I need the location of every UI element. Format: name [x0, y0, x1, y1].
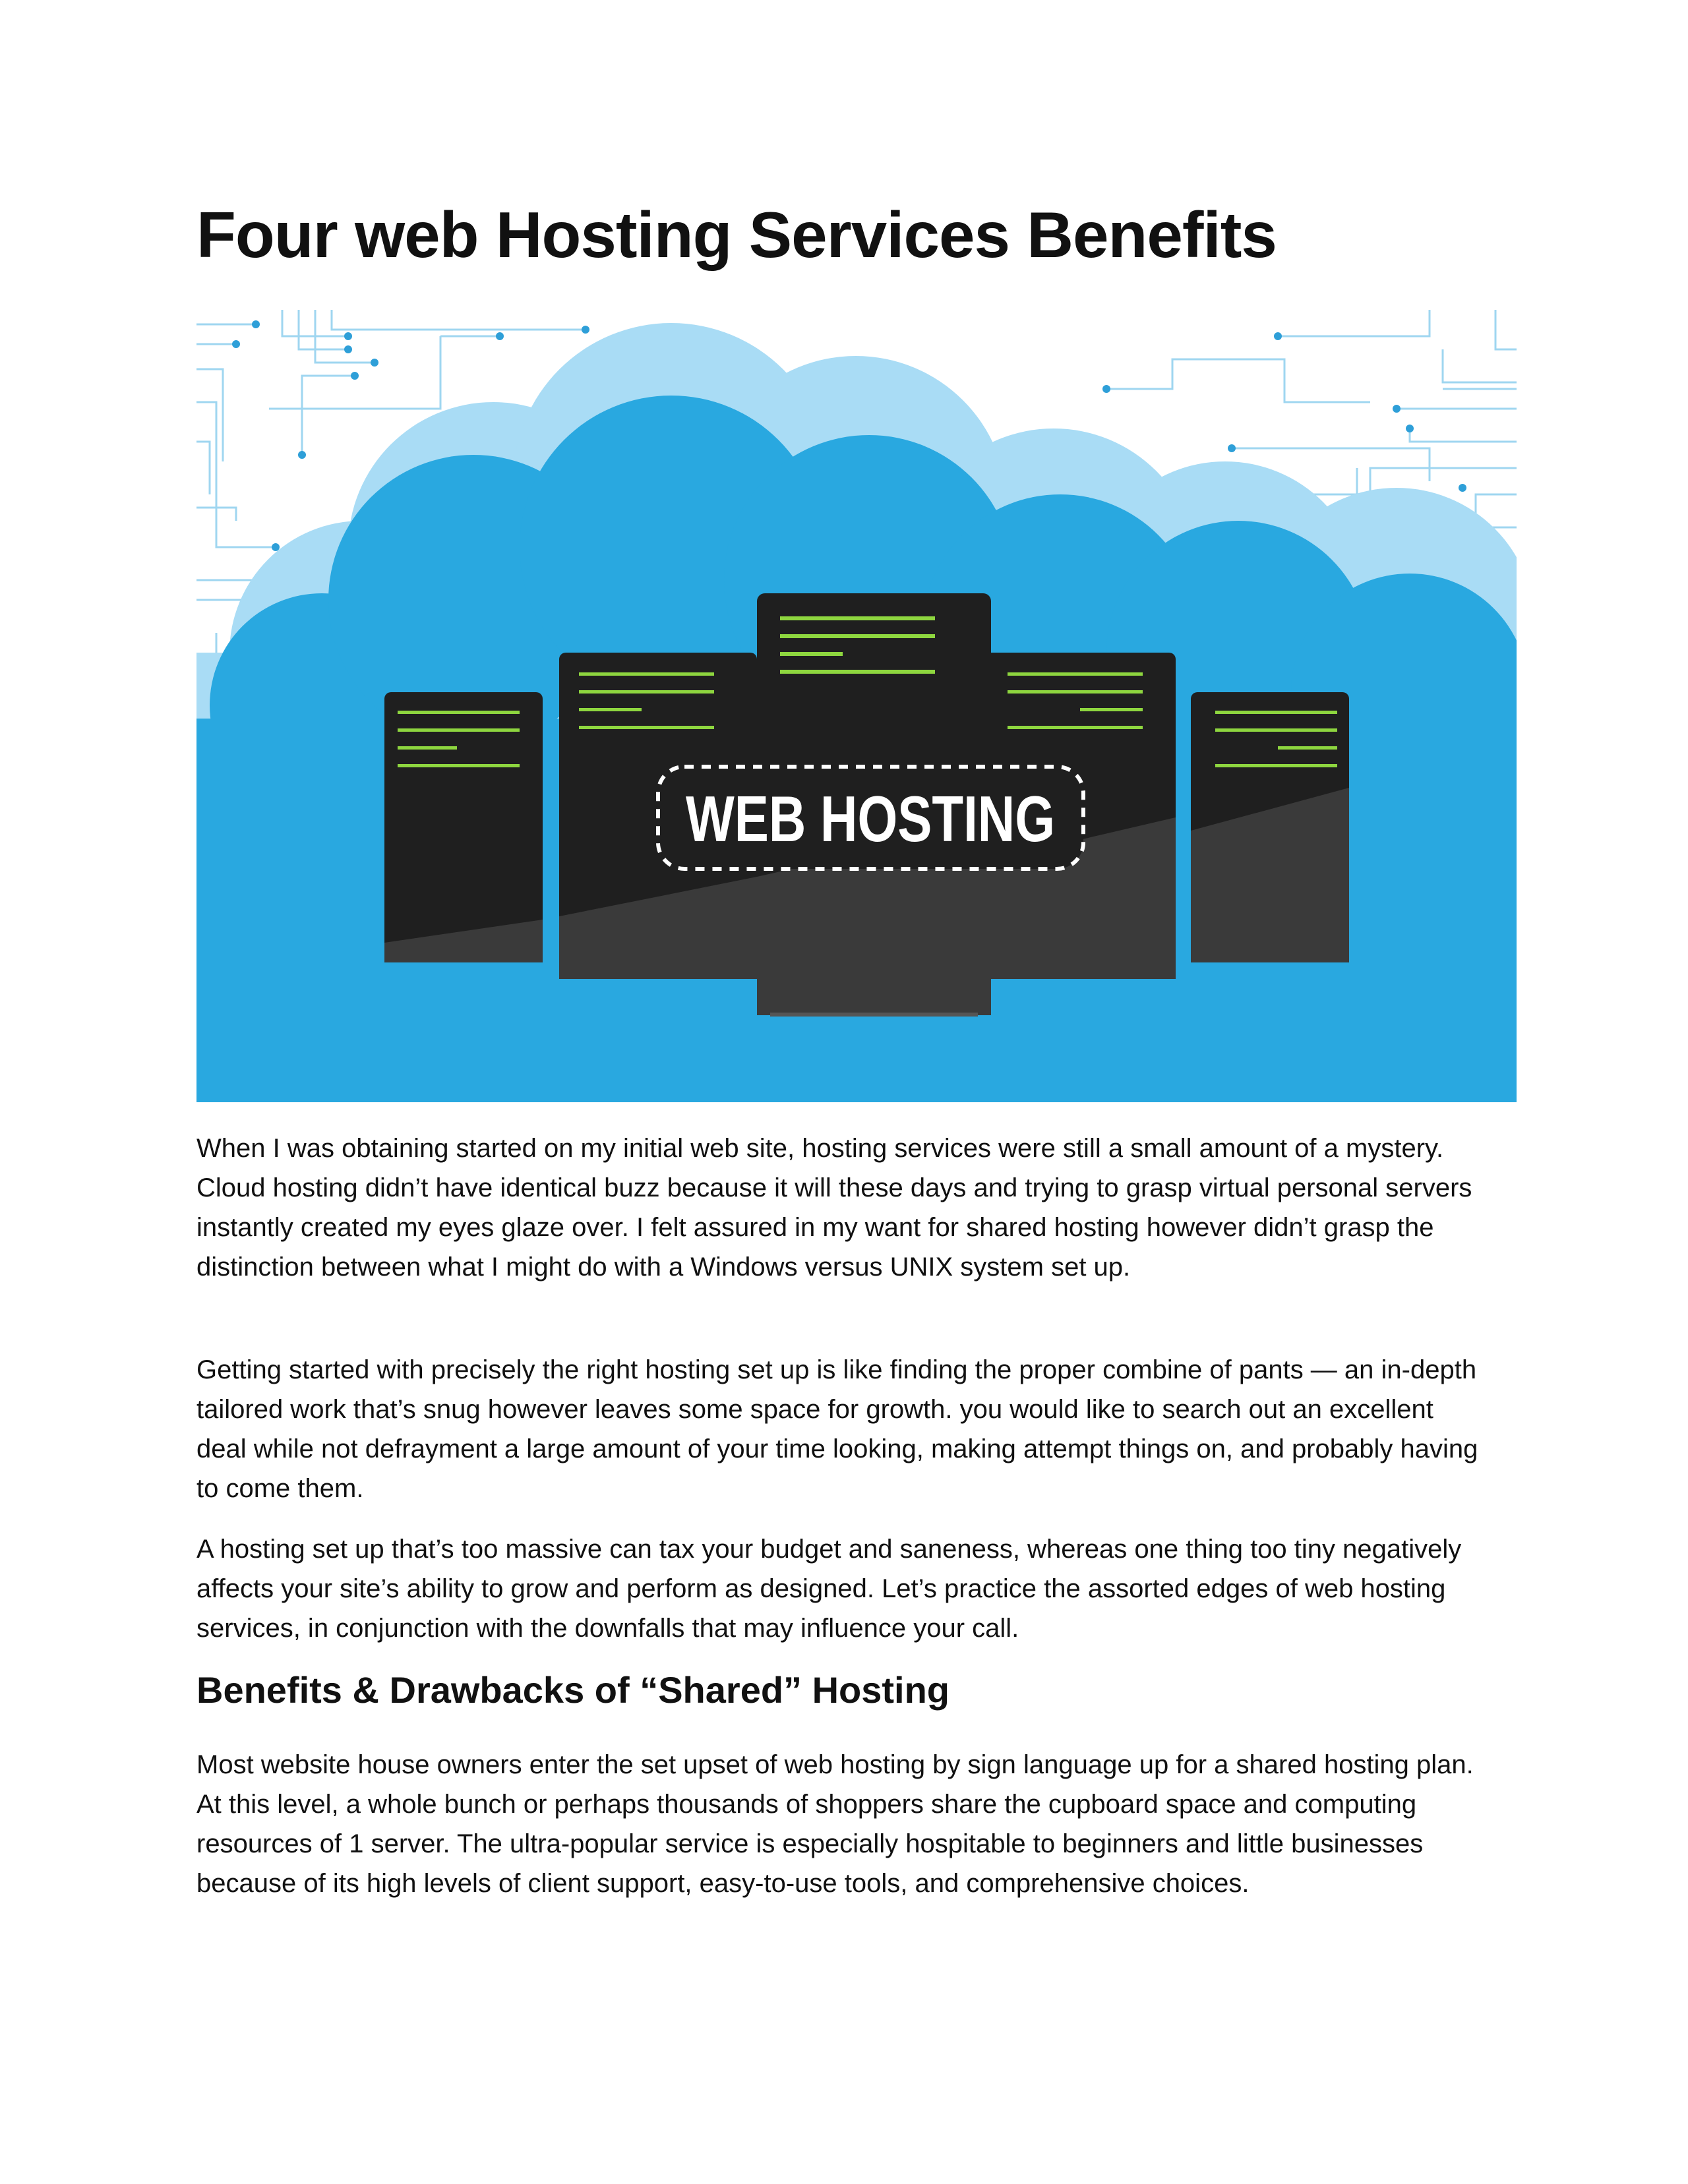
intro-paragraph-3-container: A hosting set up that’s too massive can … [196, 1529, 1489, 1648]
server-rack-group-icon: WEB HOSTING [384, 593, 1349, 1017]
server-icon [1191, 692, 1349, 962]
section-paragraph-container: Most website house owners enter the set … [196, 1745, 1489, 1903]
intro-paragraph-3: A hosting set up that’s too massive can … [196, 1535, 1462, 1643]
web-hosting-badge: WEB HOSTING [656, 765, 1085, 871]
badge-text: WEB HOSTING [686, 782, 1055, 855]
intro-paragraph-1: When I was obtaining started on my initi… [196, 1134, 1472, 1282]
intro-paragraph-1-container: When I was obtaining started on my initi… [196, 1129, 1489, 1287]
section-heading: Benefits & Drawbacks of “Shared” Hosting [196, 1669, 950, 1711]
intro-paragraph-2-container: Getting started with precisely the right… [196, 1350, 1489, 1508]
server-icon [384, 692, 543, 962]
intro-paragraph-2: Getting started with precisely the right… [196, 1355, 1478, 1503]
section-paragraph: Most website house owners enter the set … [196, 1750, 1474, 1898]
web-hosting-illustration: WEB HOSTING [196, 310, 1517, 1102]
page-title: Four web Hosting Services Benefits [196, 198, 1277, 271]
